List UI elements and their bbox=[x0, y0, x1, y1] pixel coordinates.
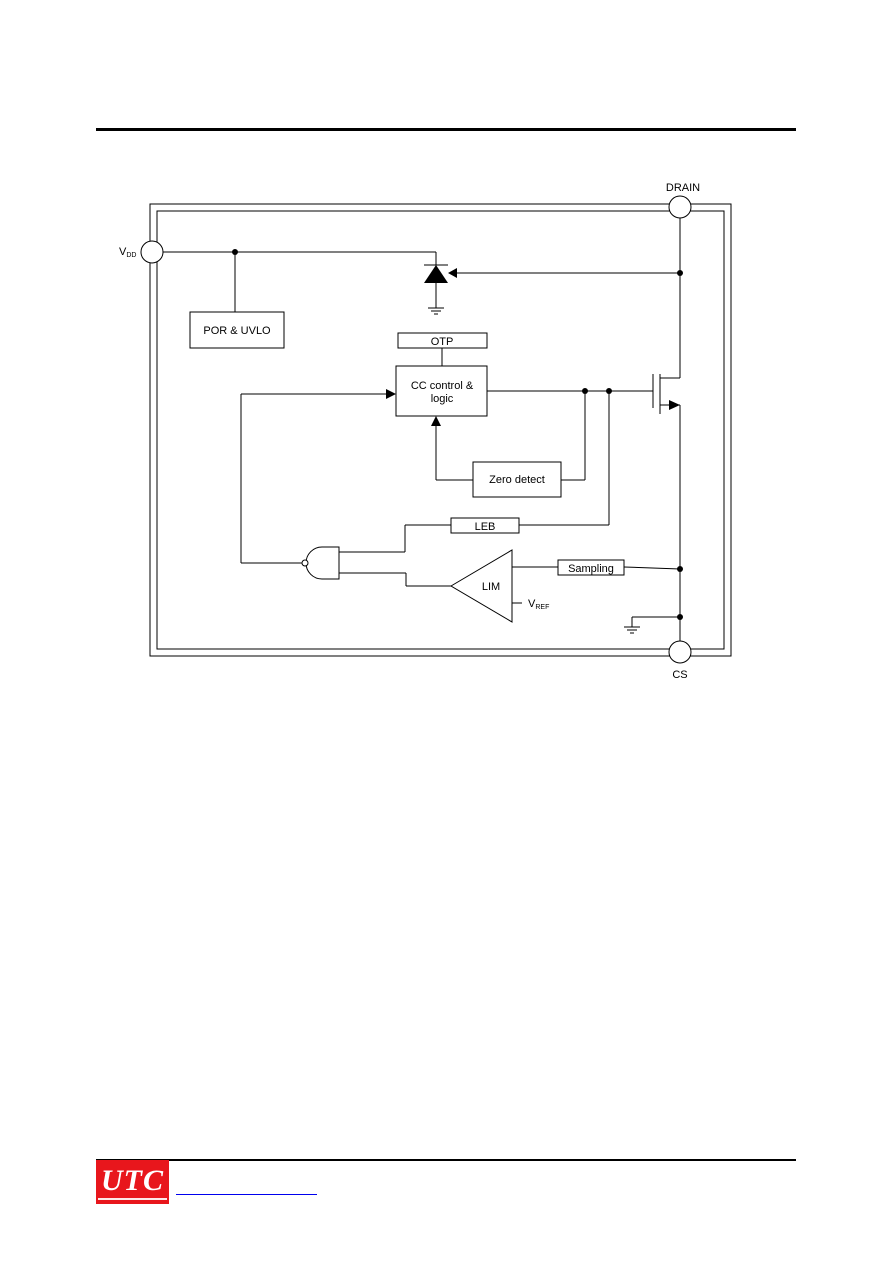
drain-pin-label: DRAIN bbox=[666, 182, 700, 194]
power-mosfet-icon bbox=[640, 374, 680, 414]
vdd-pin bbox=[140, 240, 164, 264]
cc-control-label-line2: logic bbox=[431, 393, 454, 405]
utc-logo: UTC bbox=[96, 1160, 169, 1204]
vref-label: VREF bbox=[528, 598, 549, 611]
cc-control-label-line1: CC control & bbox=[411, 380, 474, 392]
header-rule bbox=[96, 128, 796, 131]
website-link-underline[interactable] bbox=[176, 1194, 317, 1195]
sampling-label: Sampling bbox=[568, 563, 614, 575]
utc-logo-text: UTC bbox=[101, 1164, 164, 1197]
diode-ground-icon bbox=[428, 307, 444, 315]
nand-gate-icon bbox=[301, 546, 340, 580]
otp-label: OTP bbox=[431, 336, 454, 348]
cs-ground-icon bbox=[624, 626, 640, 634]
por-uvlo-label: POR & UVLO bbox=[203, 325, 271, 337]
vdd-pin-label: VDD bbox=[119, 246, 136, 259]
package-outline-inner bbox=[156, 210, 725, 650]
zero-detect-label: Zero detect bbox=[489, 474, 545, 486]
package-outline-outer bbox=[149, 203, 732, 657]
lim-comparator bbox=[450, 549, 513, 623]
cc-control-block bbox=[395, 365, 488, 417]
startup-diode-icon bbox=[424, 264, 448, 308]
drain-pin bbox=[668, 195, 692, 219]
zero-detect-block bbox=[472, 461, 562, 498]
por-uvlo-block bbox=[189, 311, 285, 349]
cs-pin bbox=[668, 640, 692, 664]
lim-label: LIM bbox=[482, 581, 500, 593]
utc-logo-underline bbox=[98, 1198, 167, 1200]
cs-pin-label: CS bbox=[672, 669, 687, 681]
leb-label: LEB bbox=[475, 521, 496, 533]
footer-rule bbox=[96, 1159, 796, 1161]
